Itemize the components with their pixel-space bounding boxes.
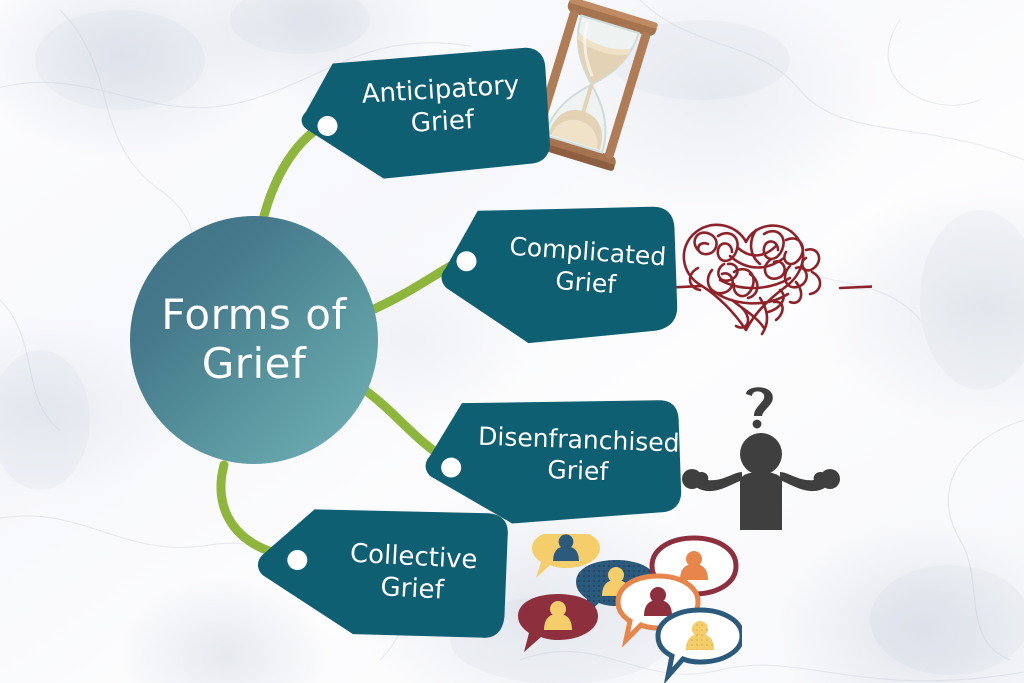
speech-bubble-3 <box>518 594 598 652</box>
central-node[interactable]: Forms of Grief <box>130 216 378 464</box>
tag-eyelet <box>456 251 477 272</box>
speech-bubble-2 <box>576 560 656 618</box>
shrugging-person-icon <box>676 386 846 536</box>
branch-tag-anticipatory[interactable]: Anticipatory Grief <box>296 44 553 185</box>
branch-tag-disenfranchised[interactable]: Disenfranchised Grief <box>422 394 684 529</box>
tag-eyelet <box>317 115 338 136</box>
tangled-heart-icon <box>658 212 886 346</box>
central-node-line2: Grief <box>201 339 307 388</box>
central-node-label: Forms of Grief <box>161 290 347 388</box>
speech-bubble-1 <box>532 530 600 578</box>
tag-eyelet <box>441 457 462 478</box>
tag-eyelet <box>287 550 308 571</box>
speech-bubbles-icon <box>512 530 745 683</box>
central-node-line1: Forms of <box>161 290 347 340</box>
branch-tag-complicated[interactable]: Complicated Grief <box>438 200 681 348</box>
branch-tag-collective[interactable]: Collective Grief <box>253 501 516 656</box>
speech-bubble-6 <box>655 607 745 683</box>
